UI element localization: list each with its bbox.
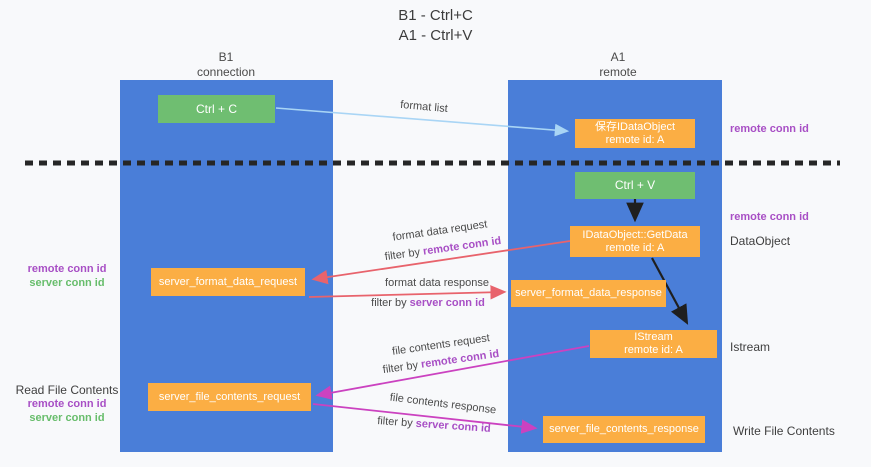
label-remote-conn-id-top: remote conn id (730, 123, 809, 135)
label-istream: Istream (730, 340, 771, 354)
node-istream-title: IStream (634, 331, 673, 343)
node-server-file-contents-request: server_file_contents_request (148, 383, 311, 411)
title-line-1: B1 - Ctrl+C (398, 7, 473, 24)
format-response-filter-key: server conn id (409, 297, 485, 309)
label-left-bottom-remote-conn-id: remote conn id (27, 398, 107, 410)
label-file-response-filter: filter by server conn id (376, 415, 492, 435)
label-write-file-contents: Write File Contents (733, 424, 835, 438)
label-dataobject: DataObject (730, 234, 791, 248)
file-response-filter-key: server conn id (415, 417, 492, 435)
node-idataobject-getdata: IDataObject::GetData remote id: A (570, 226, 700, 257)
node-ctrl-c: Ctrl + C (158, 95, 275, 123)
label-format-list: format list (399, 98, 449, 116)
node-istream: IStream remote id: A (590, 330, 717, 358)
column-a1-subtitle: remote (599, 65, 637, 79)
column-header-a1: A1 remote (558, 50, 678, 80)
label-left-bottom-server-conn-id: server conn id (29, 412, 105, 424)
diagram-title: B1 - Ctrl+C A1 - Ctrl+V (0, 6, 871, 46)
node-getdata-id: remote id: A (605, 241, 665, 254)
label-left-remote-conn-id: remote conn id (27, 263, 107, 275)
label-format-data-response: format data response (385, 277, 489, 289)
read-file-contents-block: Read File Contents remote conn id server… (8, 383, 126, 425)
node-istream-id: remote id: A (624, 344, 683, 356)
label-remote-conn-id-mid: remote conn id (730, 211, 809, 223)
node-server-format-data-response: server_format_data_response (511, 280, 666, 307)
node-save-idataobject-title: 保存IDataObject (594, 120, 676, 133)
node-save-idataobject: 保存IDataObject remote id: A (575, 119, 695, 148)
label-format-response-filter: filter by server conn id (371, 297, 485, 309)
node-save-idataobject-id: remote id: A (605, 133, 665, 146)
column-header-b1: B1 connection (166, 50, 286, 80)
title-line-2: A1 - Ctrl+V (398, 27, 473, 44)
node-server-file-contents-response: server_file_contents_response (543, 416, 705, 443)
format-request-filter-key: remote conn id (422, 234, 502, 258)
column-a1-name: A1 (610, 50, 626, 64)
label-left-server-conn-id: server conn id (29, 277, 105, 289)
node-ctrl-v: Ctrl + V (575, 172, 695, 199)
label-file-contents-response: file contents response (389, 391, 497, 417)
column-b1-subtitle: connection (196, 65, 256, 79)
label-read-file-contents: Read File Contents (15, 383, 119, 397)
left-conn-id-labels: remote conn id server conn id (8, 262, 126, 290)
node-getdata-title: IDataObject::GetData (582, 228, 688, 241)
column-b1-name: B1 (218, 50, 234, 64)
node-server-format-data-request: server_format_data_request (151, 268, 305, 296)
